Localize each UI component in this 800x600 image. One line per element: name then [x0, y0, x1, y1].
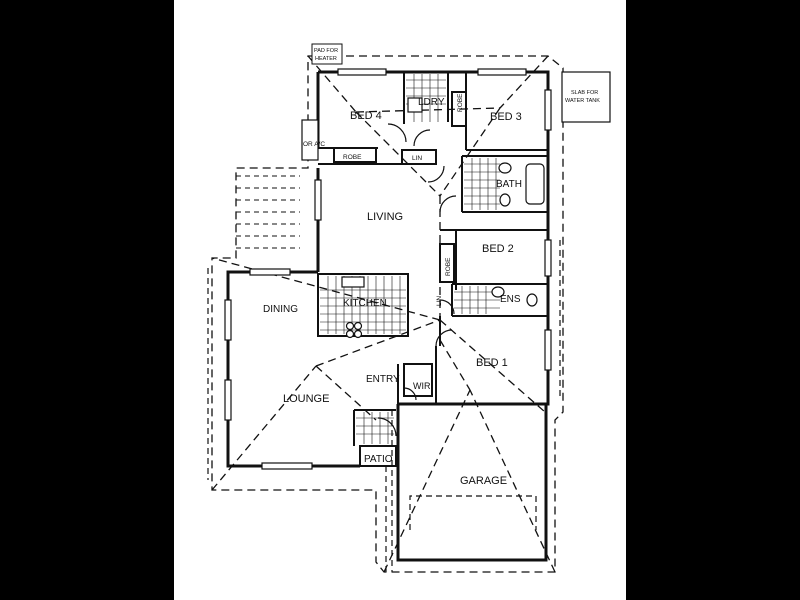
small-annotations: ROBE LIN OR A/C PAD FOR HEATER SLAB FOR …	[303, 48, 600, 306]
door-swings	[377, 123, 457, 437]
label-lounge: LOUNGE	[283, 393, 329, 405]
bath-tiles	[464, 158, 500, 210]
heater-pad	[311, 43, 343, 65]
label-bed4: BED 4	[350, 110, 382, 122]
label-living: LIVING	[367, 211, 403, 223]
label-bed2: BED 2	[482, 243, 514, 255]
patio-tiles	[356, 412, 394, 444]
garage-door	[409, 495, 537, 530]
label-bath: BATH	[496, 179, 522, 190]
label-dining: DINING	[263, 304, 298, 315]
water-tank-slab	[561, 71, 611, 123]
label-lin-2: LIN	[436, 296, 443, 306]
label-ac: OR A/C	[303, 141, 325, 148]
label-ldry: LDRY	[418, 97, 445, 108]
label-entry: ENTRY	[366, 374, 400, 385]
room-labels: BED 4 BED 3 LDRY BATH LIVING BED 2 DININ…	[263, 97, 522, 487]
internal-walls	[317, 72, 548, 467]
label-lin: LIN	[412, 155, 422, 162]
label-robe-bed2: ROBE	[445, 257, 452, 276]
windows	[224, 68, 552, 470]
label-robe-bed4: ROBE	[343, 154, 362, 161]
label-bed3: BED 3	[490, 111, 522, 123]
label-kitchen: KITCHEN	[343, 298, 387, 309]
label-bed1: BED 1	[476, 357, 508, 369]
label-slab-tank-1: SLAB FOR	[571, 90, 598, 96]
label-pad-heater-1: PAD FOR	[314, 48, 338, 54]
side-stairs	[236, 175, 300, 249]
label-slab-tank-2: WATER TANK	[565, 98, 600, 104]
label-garage: GARAGE	[460, 475, 507, 487]
label-robe-bed3: ROBE	[457, 93, 464, 112]
label-wir: WIR	[413, 381, 431, 391]
label-pad-heater-2: HEATER	[315, 56, 337, 62]
label-patio: PATIO	[364, 454, 393, 465]
fixtures	[341, 97, 545, 339]
tile-grids	[320, 74, 500, 444]
label-ens: ENS	[500, 294, 521, 305]
garage-gutter	[207, 240, 561, 572]
